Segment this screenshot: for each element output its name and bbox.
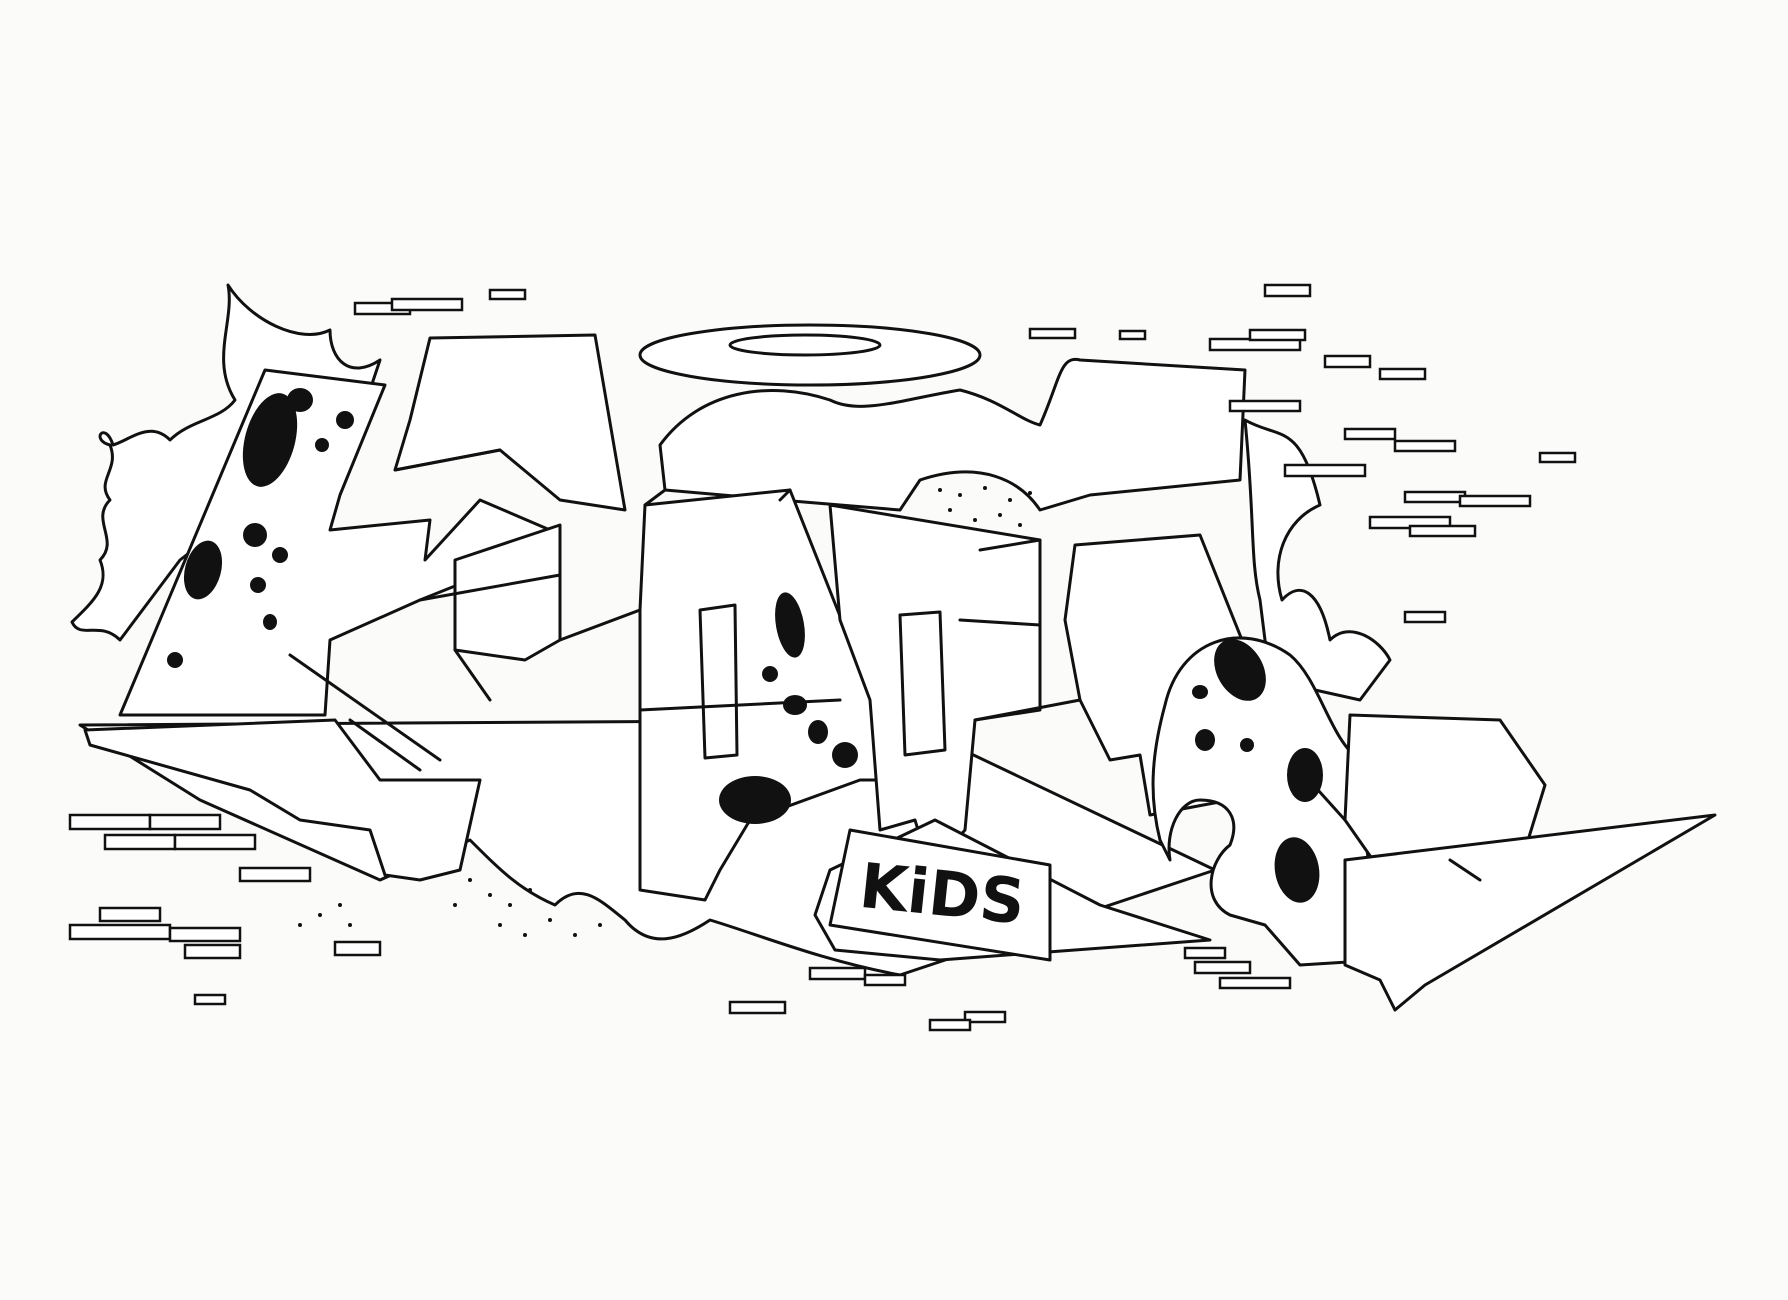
spot bbox=[1274, 837, 1320, 903]
spot bbox=[808, 720, 828, 744]
letter-s-panel bbox=[1151, 636, 1395, 967]
spot bbox=[250, 577, 266, 593]
spot bbox=[719, 776, 791, 824]
spot bbox=[762, 666, 778, 682]
spot bbox=[167, 652, 183, 668]
spot bbox=[1192, 685, 1208, 699]
spot bbox=[1214, 639, 1266, 701]
arch-shape bbox=[658, 357, 1247, 512]
brick-dashes bbox=[68, 283, 1577, 1032]
kids-tag-panel bbox=[828, 828, 1052, 962]
spot bbox=[263, 614, 277, 630]
spot bbox=[336, 411, 354, 429]
inner-rect-2 bbox=[898, 610, 947, 757]
spot bbox=[272, 547, 288, 563]
left-arrow-shape bbox=[83, 718, 482, 882]
spot bbox=[287, 388, 313, 412]
spot bbox=[832, 742, 858, 768]
halo-inner bbox=[728, 333, 882, 357]
spot bbox=[1240, 738, 1254, 752]
stipple-dots bbox=[298, 486, 1032, 937]
spot bbox=[315, 438, 329, 452]
spot bbox=[775, 592, 805, 658]
spot bbox=[783, 695, 807, 715]
left-middle-panel bbox=[453, 523, 562, 662]
spot bbox=[183, 540, 223, 600]
spot bbox=[1287, 748, 1323, 802]
spot bbox=[243, 523, 267, 547]
kids-tag-text: KiDS bbox=[856, 849, 1028, 939]
structure-lines bbox=[288, 448, 1482, 882]
top-block bbox=[393, 333, 627, 512]
spot bbox=[242, 393, 298, 487]
inner-rect-1 bbox=[698, 603, 739, 760]
right-arrow-shape bbox=[1343, 813, 1717, 1012]
spot bbox=[1195, 729, 1215, 751]
